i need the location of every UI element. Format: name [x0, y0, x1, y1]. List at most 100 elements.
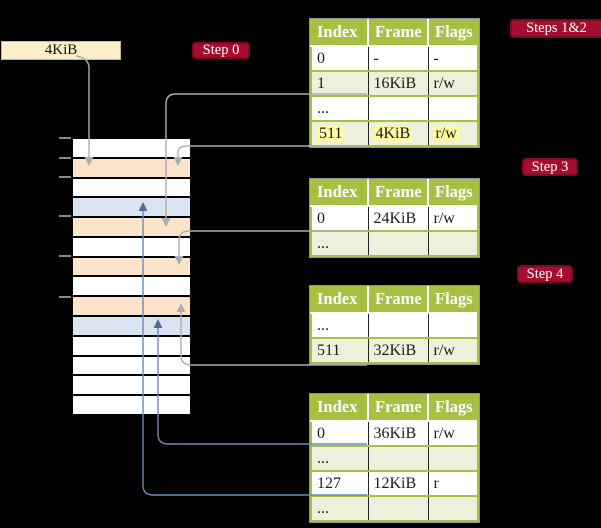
page-size-label: 4KiB	[44, 42, 78, 58]
table-cell: ...	[310, 445, 368, 471]
highlighted-value: 511	[317, 124, 345, 142]
table-cell: ...	[310, 312, 368, 338]
table-cell	[427, 95, 479, 121]
column-header: Frame	[367, 394, 428, 421]
frame-tick	[59, 296, 71, 298]
table-cell	[367, 495, 428, 522]
table-cell: 0	[310, 420, 368, 446]
column-header: Flags	[427, 179, 478, 206]
table-cell: 12KiB	[367, 470, 428, 496]
memory-frame-4kib	[73, 156, 190, 177]
table-cell: 127	[310, 470, 368, 496]
table-row: ...	[310, 495, 479, 522]
table-cell: -	[367, 45, 428, 71]
table-cell	[367, 95, 428, 121]
column-header: Index	[311, 286, 368, 313]
highlighted-value: r/w	[433, 124, 459, 142]
column-header: Index	[311, 179, 368, 206]
memory-frame-52kib	[73, 394, 190, 414]
table-cell	[427, 445, 479, 471]
memory-frame-8kib	[73, 176, 190, 197]
memory-frame-24kib	[73, 255, 190, 276]
highlighted-value: 4KiB	[373, 124, 413, 142]
frame-tick	[59, 157, 71, 159]
table-cell	[427, 495, 479, 522]
memory-frame-36kib	[73, 315, 190, 335]
memory-frame-28kib	[73, 275, 190, 296]
table-row: ...	[310, 312, 479, 338]
steps-1-and-2-badge: Steps 1&2	[510, 19, 601, 38]
table-cell: 0	[310, 205, 368, 231]
column-header: Frame	[367, 179, 428, 206]
table-cell: 511	[310, 120, 368, 147]
table-cell: 32KiB	[367, 337, 428, 364]
column-header: Flags	[427, 286, 478, 313]
page-size-box: 4KiB	[1, 41, 121, 60]
column-header: Index	[311, 394, 368, 421]
table-cell: 4KiB	[367, 120, 428, 147]
table-cell: ...	[310, 495, 368, 522]
column-header: Flags	[427, 19, 478, 46]
table-cell: r/w	[427, 70, 479, 96]
column-header: Index	[311, 19, 368, 46]
badge-label: Steps 1&2	[526, 20, 587, 36]
table-cell: 0	[310, 45, 368, 71]
column-header: Flags	[427, 394, 478, 421]
table-cell: 36KiB	[367, 420, 428, 446]
table-cell: 511	[310, 337, 368, 364]
badge-label: Step 4	[526, 265, 564, 282]
frame-tick	[59, 176, 71, 178]
memory-frame-12kib	[73, 196, 190, 217]
table-cell	[367, 445, 428, 471]
table-cell	[367, 312, 428, 338]
table-row: ...	[310, 230, 479, 257]
table-row: ...	[310, 95, 479, 121]
memory-frame-40kib	[73, 334, 190, 355]
step-3-badge: Step 3	[522, 158, 578, 176]
column-header: Frame	[367, 19, 428, 46]
table-cell	[367, 230, 428, 257]
table-cell: r/w	[427, 205, 479, 231]
step-4-badge: Step 4	[517, 265, 573, 283]
memory-frame-44kib	[73, 354, 190, 375]
table-row: ...	[310, 445, 479, 471]
badge-label: Step 0	[202, 42, 240, 58]
table-cell: ...	[310, 230, 368, 257]
table-cell: 16KiB	[367, 70, 428, 96]
badge-label: Step 3	[531, 158, 569, 175]
table-cell	[427, 230, 479, 257]
frame-tick	[59, 215, 71, 217]
table-cell: r/w	[427, 420, 479, 446]
step-0-badge: Step 0	[192, 42, 250, 59]
memory-frame-32kib	[73, 295, 190, 316]
memory-frame-48kib	[73, 374, 190, 395]
memory-frame-20kib	[73, 235, 190, 256]
table-cell: r	[427, 470, 479, 496]
physical-memory-strip	[71, 137, 192, 416]
memory-frame-0kib	[73, 139, 190, 157]
table-cell: 24KiB	[367, 205, 428, 231]
memory-frame-16kib	[73, 216, 190, 236]
table-cell	[427, 312, 479, 338]
table-row: 511 4KiB r/w	[310, 120, 479, 147]
column-header: Frame	[367, 286, 428, 313]
table-cell: 1	[310, 70, 368, 96]
frame-tick	[59, 137, 71, 139]
frame-tick	[59, 255, 71, 257]
table-cell: -	[427, 45, 479, 71]
table-cell: r/w	[427, 120, 479, 147]
table-row: 0--	[310, 45, 479, 71]
